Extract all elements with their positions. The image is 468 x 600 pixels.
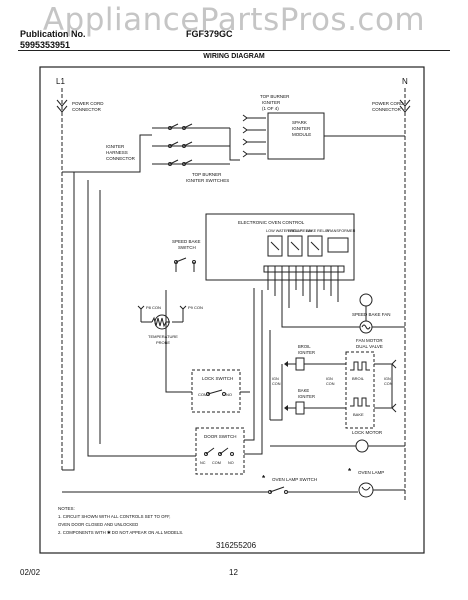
svg-text:IGNITER SWITCHES: IGNITER SWITCHES [186, 178, 229, 183]
svg-text:MODULE: MODULE [292, 132, 311, 137]
relay-broil: BROIL RELAY [288, 229, 313, 233]
transformer-box [327, 237, 349, 253]
ign-con-left-1: IGN [272, 377, 279, 381]
publication-label: Publication No. [20, 29, 86, 39]
n-label: N [402, 77, 408, 86]
door-switch-no: NO [228, 461, 234, 465]
speed-bake-fan-label: SPEED BAKE FAN [352, 312, 391, 317]
p8-con-label: P8 CON [146, 305, 161, 310]
power-cord-left-1: POWER CORD [72, 101, 104, 106]
broil-ignitor-icon [295, 357, 305, 371]
svg-text:HARNESS: HARNESS [106, 150, 128, 155]
svg-text:PROBE: PROBE [156, 340, 170, 345]
top-burner-switches-label: TOP BURNER [192, 172, 222, 177]
door-switch-nc: NC [200, 461, 206, 465]
ign-con-mid-1: IGN [326, 377, 333, 381]
fan-motor-label: FAN MOTOR [356, 338, 383, 343]
svg-text:IGNITER: IGNITER [298, 394, 315, 399]
oven-lamp-label: OVEN LAMP [358, 470, 384, 475]
lock-switch-com: COM [198, 392, 207, 397]
svg-text:(1 OF 4): (1 OF 4) [262, 106, 279, 111]
l1-connector-icon [56, 99, 68, 107]
svg-text:CONNECTOR: CONNECTOR [106, 156, 136, 161]
relays [267, 235, 323, 257]
relay-low-water: LOW WATER RELAY [266, 229, 303, 233]
svg-text:CON: CON [272, 382, 281, 386]
relay-bake: BAKE RELAY [306, 229, 330, 233]
ignitor-harness-label: IGNITER [106, 144, 125, 149]
eoc-label: ELECTRONIC OVEN CONTROL [238, 220, 305, 225]
oven-lamp-switch-icon [269, 486, 285, 493]
svg-text:IGNITER: IGNITER [262, 100, 281, 105]
svg-text:SWITCH: SWITCH [178, 245, 196, 250]
publication-number: 5995353951 [20, 40, 71, 50]
broil-coil-label: BROIL [352, 376, 365, 381]
l1-label: L1 [56, 77, 65, 86]
lock-motor-icon [355, 439, 369, 453]
broil-coil-icon [350, 361, 370, 371]
spark-module-label: SPARK [292, 120, 307, 125]
note-1b: OVEN DOOR CLOSED AND UNLOCKED [58, 522, 138, 527]
p9-con-label: P9 CON [188, 305, 203, 310]
svg-text:CON: CON [384, 382, 393, 386]
ign-con-right-1: IGN [384, 377, 391, 381]
notes-heading: NOTES: [58, 506, 75, 511]
door-switch-box [195, 427, 245, 475]
oven-lamp-switch-label: OVEN LAMP SWITCH [272, 477, 317, 482]
power-cord-right-2: CONNECTOR [372, 107, 402, 112]
asterisk-marker: * [262, 474, 266, 483]
broil-ignitor-label: BROIL [298, 344, 311, 349]
note-1: 1. CIRCUIT SHOWN WITH ALL CONTROLS SET T… [58, 514, 170, 519]
door-switch-label: DOOR SWITCH [204, 434, 237, 439]
electronic-oven-control [205, 213, 355, 281]
top-burner-ignitor-1: TOP BURNER [260, 94, 290, 99]
svg-text:IGNITER: IGNITER [298, 350, 315, 355]
temp-probe-label: TEMPERATURE [148, 334, 178, 339]
diagram-number: 316255206 [216, 541, 257, 550]
speed-bake-fan-icon [359, 293, 373, 307]
power-cord-left-2: CONNECTOR [72, 107, 102, 112]
lock-motor-label: LOCK MOTOR [352, 430, 383, 435]
bake-coil-label: BAKE [353, 412, 364, 417]
footer-page: 12 [229, 568, 238, 577]
dual-valve-label: DUAL VALVE [356, 344, 383, 349]
door-switch-com: COM [212, 461, 221, 465]
transformer-label: TRANSFORMER [326, 229, 356, 233]
model-number: FGF379GC [186, 29, 233, 39]
svg-text:CON: CON [326, 382, 335, 386]
note-2: 2. COMPONENTS WITH ✱ DO NOT APPEAR ON AL… [58, 530, 183, 535]
header-rule [18, 50, 450, 51]
left-harness [62, 172, 196, 471]
lock-switch-no: NO [226, 392, 232, 397]
burner-switches [152, 123, 240, 166]
footer-date: 02/02 [20, 568, 41, 577]
control-terminals [263, 265, 345, 273]
diagram-frame [39, 66, 425, 554]
diagram-title: WIRING DIAGRAM [203, 53, 265, 60]
n-connector-icon [399, 99, 411, 107]
bake-ignitor-label: BAKE [298, 388, 309, 393]
power-cord-right-1: POWER CORD [372, 101, 404, 106]
dual-valve-box [345, 351, 375, 429]
speed-bake-switch-label: SPEED BAKE [172, 239, 201, 244]
svg-text:*: * [348, 467, 352, 476]
svg-text:IGNITER: IGNITER [292, 126, 311, 131]
bake-ignitor-icon [295, 401, 305, 415]
bake-coil-icon [350, 397, 370, 407]
lock-switch-label: LOCK SWITCH [202, 376, 233, 381]
